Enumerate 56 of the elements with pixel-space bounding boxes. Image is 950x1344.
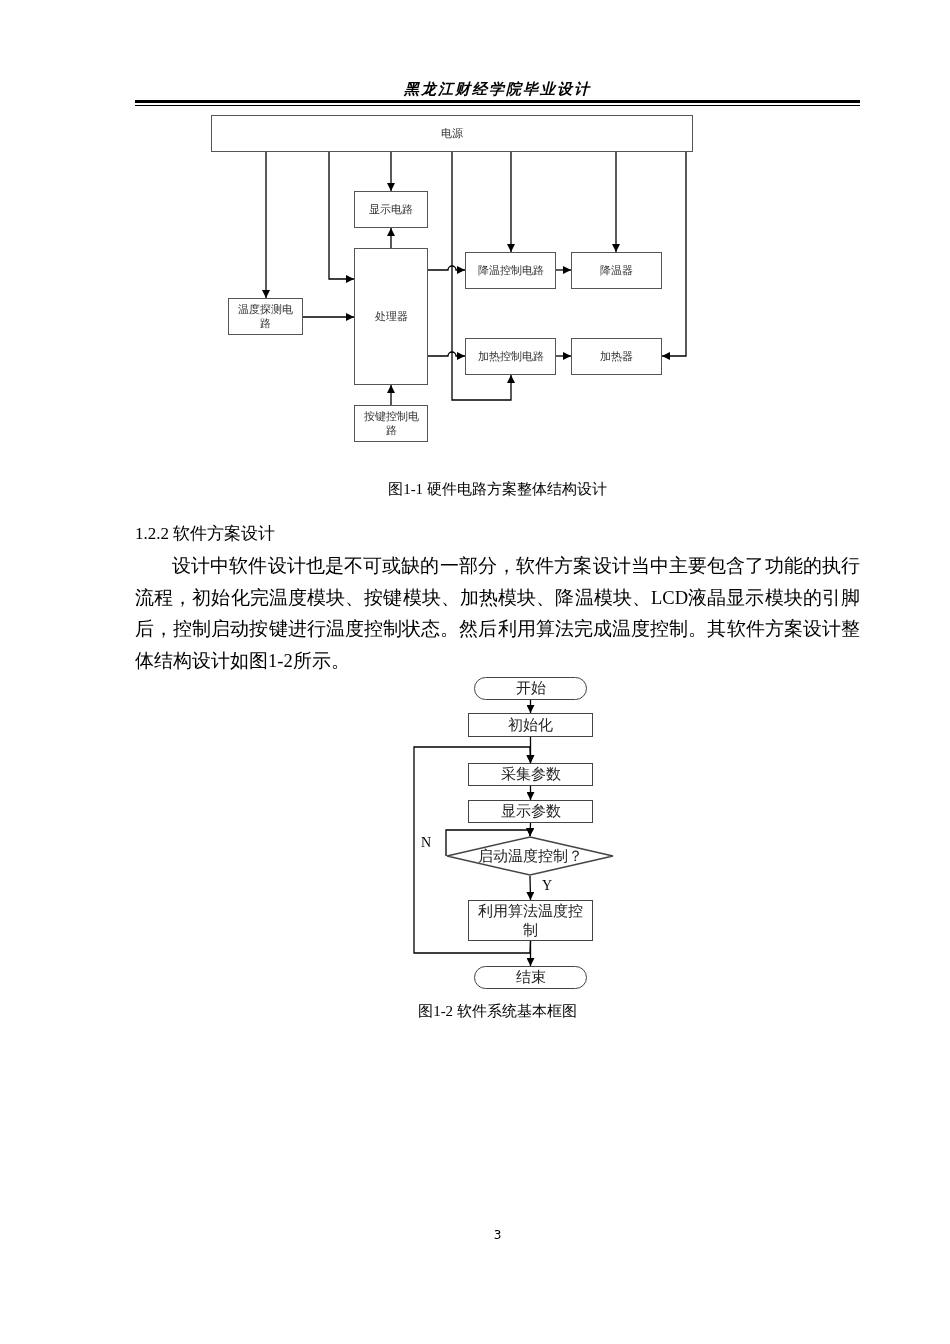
node-label: 降温器: [600, 263, 633, 278]
terminal-box: [474, 966, 587, 989]
arrow: [526, 785, 535, 801]
arrow: [526, 699, 535, 714]
node-label: 降温控制电路: [477, 263, 544, 278]
arrow: [661, 151, 687, 360]
page-header: 黑龙江财经学院毕业设计: [403, 80, 592, 99]
process-box: [571, 252, 662, 289]
node-label: 加热控制电路: [477, 349, 544, 364]
arrow: [427, 265, 466, 274]
arrow: [262, 151, 270, 299]
figure-caption: 图1-1 硬件电路方案整体结构设计: [387, 480, 608, 499]
arrow: [507, 151, 515, 253]
terminal-box: [474, 677, 587, 700]
process-box: [465, 252, 556, 289]
arrow: [445, 828, 534, 857]
process-box: [465, 338, 556, 375]
node-label: 启动温度控制？: [477, 846, 583, 866]
arrow: [328, 151, 355, 283]
arrow: [387, 227, 395, 249]
section-heading: 1.2.2 软件方案设计: [135, 523, 276, 545]
arrow: [451, 151, 515, 401]
page-number: 3: [492, 1228, 503, 1242]
node-label: 显示参数: [500, 802, 561, 821]
node-label: 处理器: [374, 309, 408, 324]
process-box: [228, 298, 303, 335]
arrow: [526, 875, 535, 901]
process-box: [571, 338, 662, 375]
process-box: [468, 713, 593, 737]
process-box: [354, 248, 428, 385]
node-label: 按键控制电路: [362, 409, 420, 438]
process-box: [354, 191, 428, 228]
process-box: [468, 800, 593, 823]
process-box: [211, 115, 693, 152]
node-label: 电源: [441, 126, 463, 141]
process-box: [468, 900, 593, 941]
node-label: 采集参数: [500, 765, 561, 784]
arrow: [387, 151, 395, 192]
node-label: 结束: [515, 968, 546, 987]
body-paragraph: 设计中软件设计也是不可或缺的一部分，软件方案设计当中主要包含了功能的执行流程，初始化完温度模块、按键模块、加热模块、降温模块、LCD液晶显示模块的引脚后，控制启动按键进行温度控制状态。然后利用算法完成温度控制。其软件方案设计整体结构设计如图1-2所示。: [135, 555, 860, 673]
node-label: 开始: [515, 679, 546, 698]
figure-caption: 图1-2 软件系统基本框图: [417, 1002, 578, 1021]
node-label: 初始化: [508, 715, 553, 735]
arrow: [413, 746, 535, 954]
process-box: [354, 405, 428, 442]
node-label: 加热器: [600, 349, 633, 364]
arrow: [612, 151, 620, 253]
arrow: [555, 352, 572, 360]
arrow: [302, 313, 355, 321]
node-label: 利用算法温度控制: [477, 901, 584, 940]
arrow: [427, 351, 466, 360]
node-label: 显示电路: [369, 202, 413, 217]
process-box: [468, 763, 593, 786]
arrow: [555, 266, 572, 274]
node-label: 温度探测电路: [237, 302, 294, 331]
arrow: [387, 384, 395, 406]
